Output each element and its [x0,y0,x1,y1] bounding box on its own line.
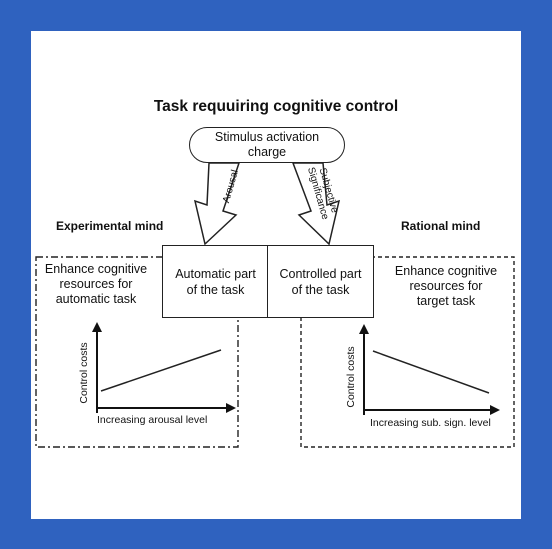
left-graph-trend-line [100,349,222,392]
rational-mind-label: Rational mind [401,219,481,233]
left-enhance-line-1: Enhance cognitive [44,262,148,276]
rational-mind-region [300,256,515,448]
right-graph-x-arrowhead [490,405,500,415]
stimulus-line-1: Stimulus activation [214,130,320,144]
diagram-title: Task requuiring cognitive control [153,98,399,115]
automatic-line-1: Automatic part [175,266,256,281]
stimulus-activation-box: Stimulus activation charge [189,127,345,163]
right-graph-y-label: Control costs [345,346,357,408]
left-enhance-text: Enhance cognitive resources for automati… [37,262,155,307]
controlled-line-1: Controlled part [279,266,362,281]
right-graph-trend-line [372,350,490,394]
arousal-arrow [193,162,241,246]
right-enhance-line-1: Enhance cognitive [394,264,498,278]
diagram-graphics [35,162,515,448]
left-enhance-line-3: automatic task [55,292,137,306]
controlled-part-box: Controlled part of the task [267,245,374,318]
left-graph-y-arrowhead [92,322,102,332]
stimulus-line-2: charge [247,145,287,159]
automatic-part-box: Automatic part of the task [162,245,269,318]
left-graph-x-arrowhead [226,403,236,413]
right-graph-x-label: Increasing sub. sign. level [370,417,491,429]
left-graph-x-label: Increasing arousal level [97,414,208,426]
left-graph-y-label: Control costs [78,342,90,404]
right-graph-y-arrowhead [359,324,369,334]
experimental-mind-label: Experimental mind [56,219,164,233]
right-enhance-line-3: target task [416,294,476,308]
automatic-line-2: of the task [186,282,245,297]
subjective-significance-arrow [291,162,341,246]
right-enhance-text: Enhance cognitive resources for target t… [383,264,509,309]
left-enhance-line-2: resources for [59,277,133,291]
controlled-line-2: of the task [291,282,350,297]
diagram-panel: Task requuiring cognitive control Stimul… [31,31,521,519]
experimental-mind-region [35,256,239,448]
right-enhance-line-2: resources for [409,279,483,293]
